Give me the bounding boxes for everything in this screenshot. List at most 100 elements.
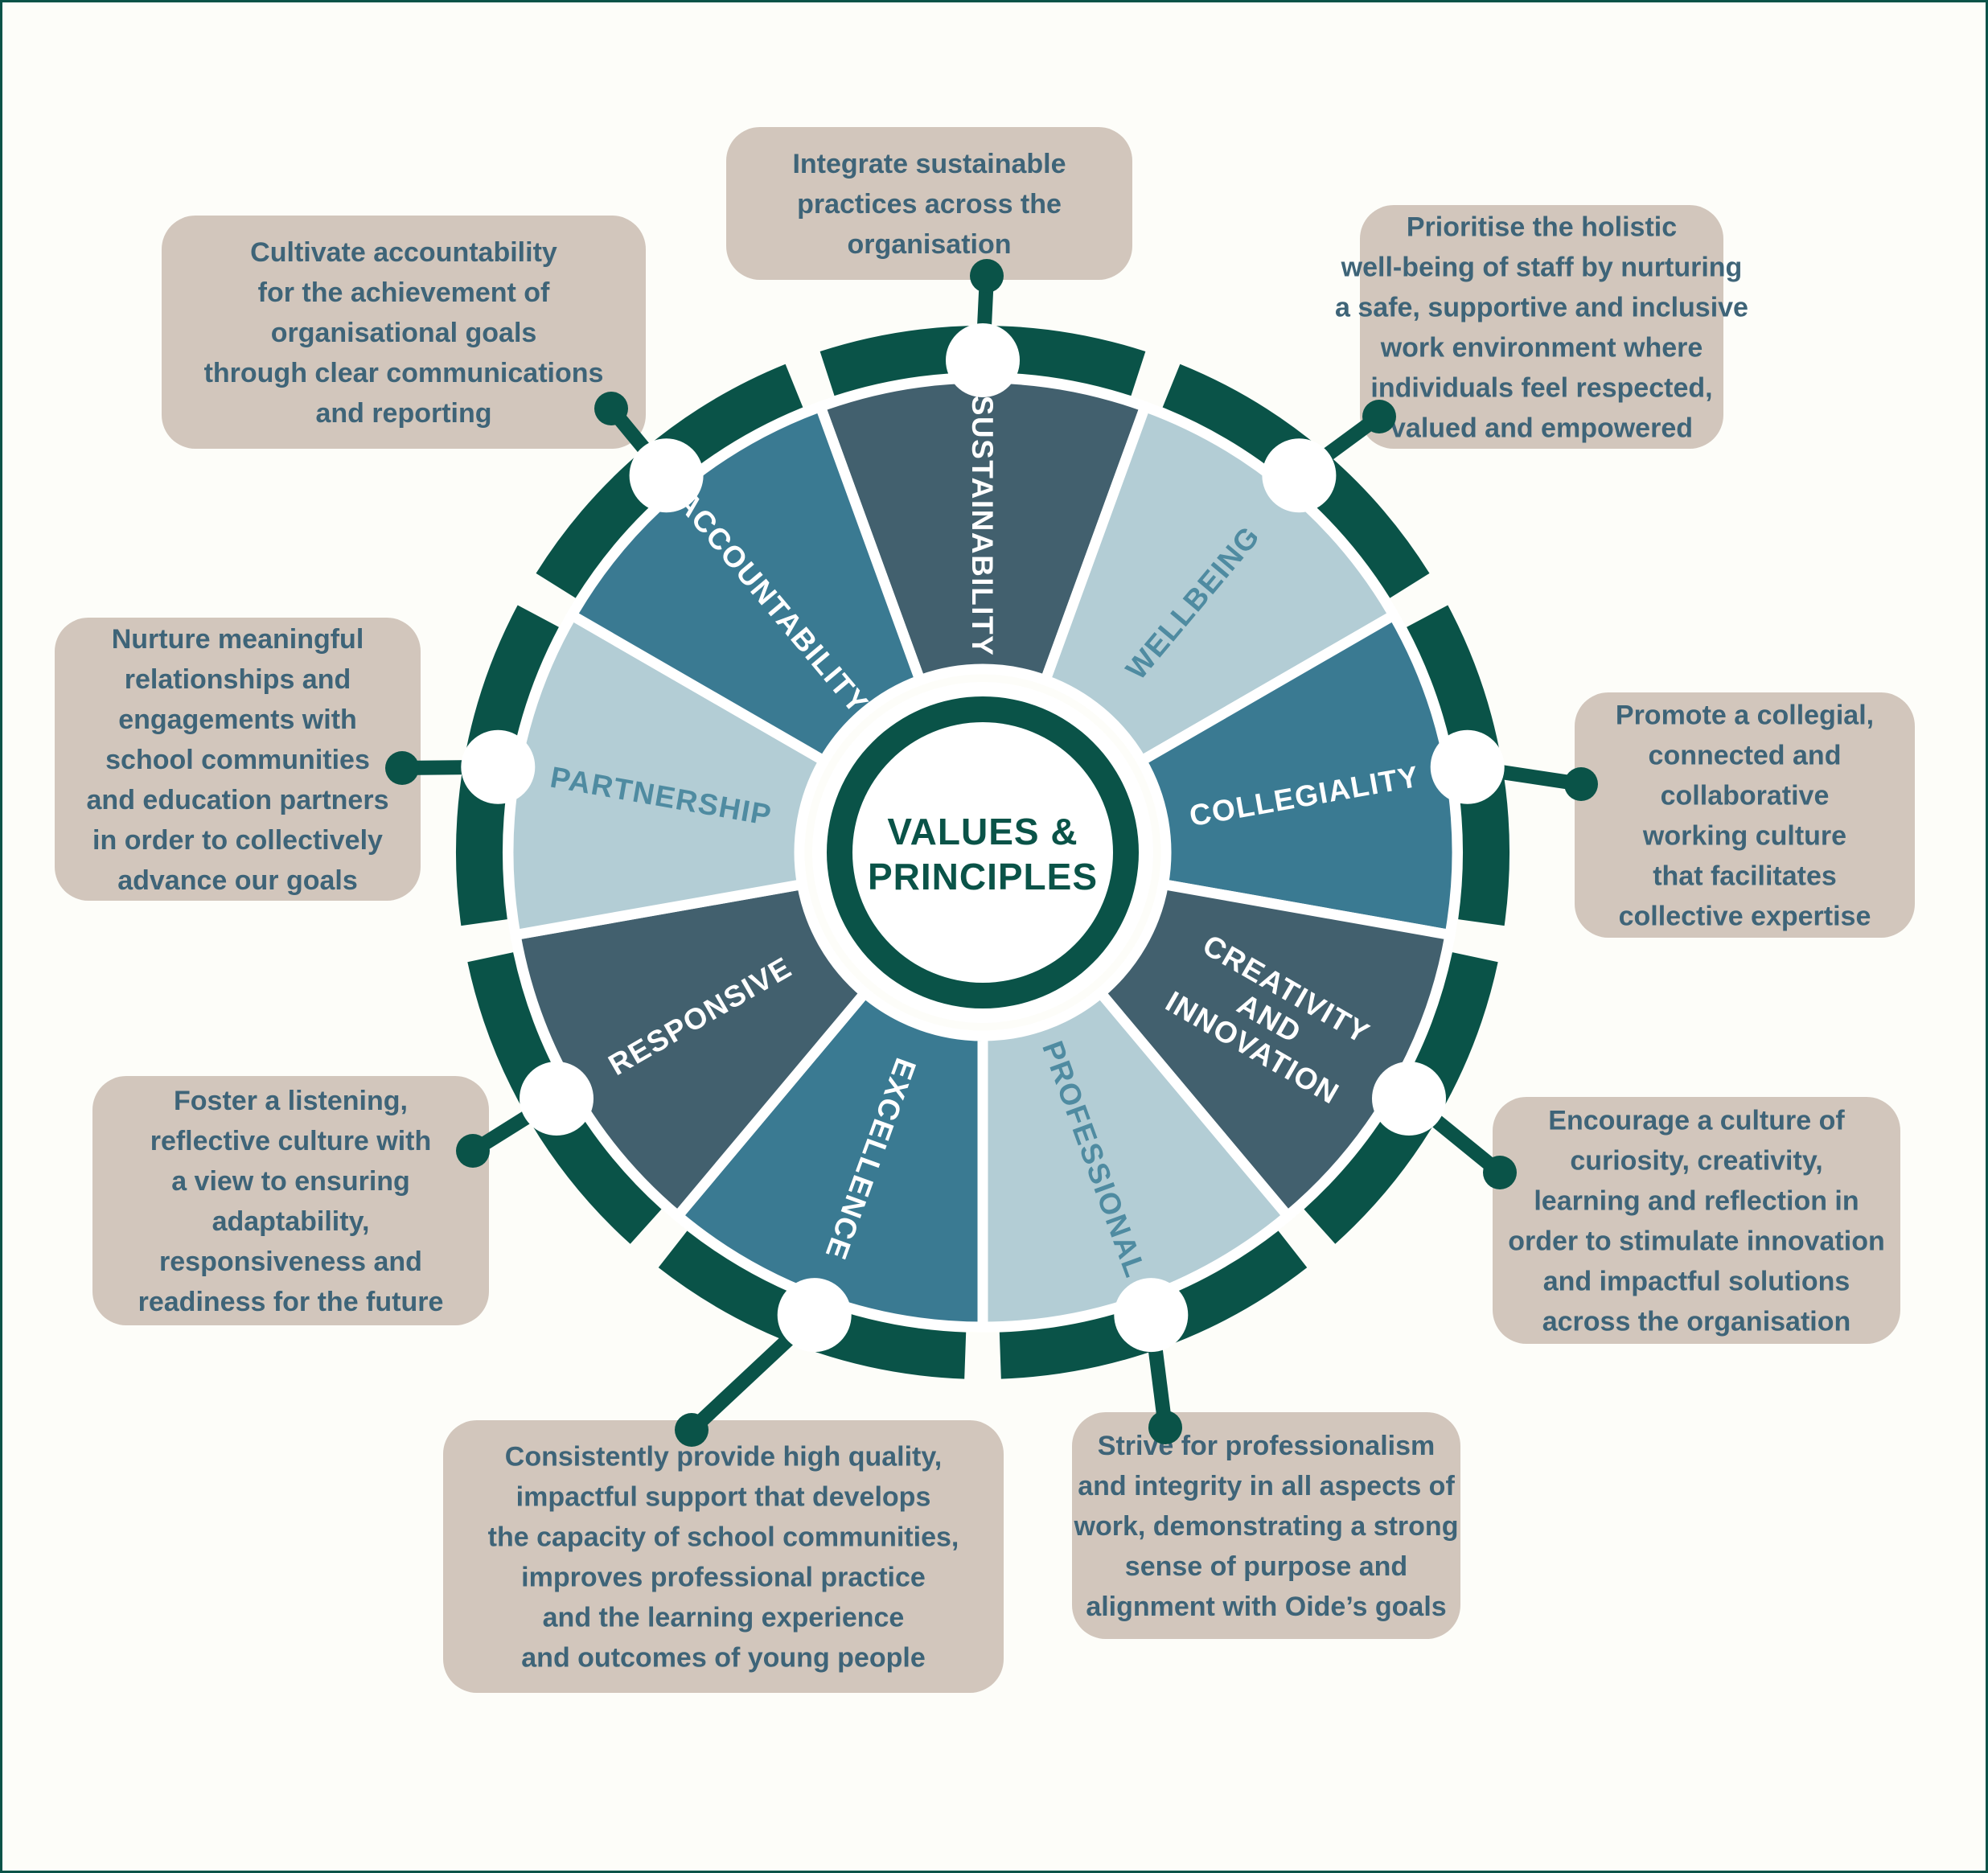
segment-responsive-wedge (509, 878, 873, 1224)
callout-partnership-line: Nurture meaningful (112, 624, 364, 655)
segment-creativity-and-innovation-wedge (1093, 878, 1456, 1224)
callout-responsive-line: responsiveness and (159, 1247, 422, 1277)
callout-collegiality (1575, 692, 1915, 938)
callout-professional-text: Strive for professionalism and integrity … (1074, 1431, 1459, 1622)
callout-creativity-and-innovation-line: and impactful solutions (1543, 1267, 1850, 1297)
center-title-line: VALUES & (887, 811, 1078, 852)
callout-wellbeing-line: Prioritise the holistic (1407, 212, 1677, 243)
callout-creativity-and-innovation-line: across the organisation (1542, 1307, 1851, 1337)
connector-dot-accountability (594, 392, 628, 425)
callout-excellence-line: impactful support that develops (516, 1482, 931, 1513)
callout-sustainability-line: Integrate sustainable (792, 149, 1066, 179)
callout-excellence-line: and the learning experience (543, 1603, 905, 1633)
callout-creativity-and-innovation-line: curiosity, creativity, (1570, 1146, 1822, 1177)
ring-node-accountability (629, 438, 704, 513)
segment-sustainability-label: SUSTAINABILITY (966, 396, 999, 657)
callout-creativity-and-innovation-line: order to stimulate innovation (1508, 1226, 1884, 1257)
callout-wellbeing (1360, 205, 1723, 449)
callout-partnership-line: relationships and (125, 664, 351, 695)
callout-collegiality-line: collaborative (1661, 781, 1830, 811)
ring-node-excellence (777, 1278, 852, 1353)
connector-dot-wellbeing (1362, 400, 1396, 433)
segment-sustainability-label-line: SUSTAINABILITY (966, 396, 999, 657)
callout-responsive-line: a view to ensuring (171, 1166, 410, 1197)
callout-responsive-line: Foster a listening, (174, 1086, 408, 1116)
callout-partnership-line: in order to collectively (92, 825, 383, 856)
connector-dot-professional (1148, 1411, 1182, 1444)
ring-node-creativity-and-innovation (1372, 1062, 1446, 1136)
callout-partnership-line: and education partners (87, 785, 389, 815)
callout-wellbeing-line: valued and empowered (1390, 413, 1693, 444)
callout-creativity-and-innovation-line: Encourage a culture of (1548, 1106, 1845, 1136)
callout-collegiality-line: collective expertise (1619, 902, 1871, 932)
callout-responsive (92, 1076, 489, 1325)
segment-collegiality-wedge (1134, 608, 1463, 942)
ring-node-collegiality (1430, 729, 1505, 804)
callout-sustainability-line: practices across the (797, 189, 1062, 220)
callout-creativity-and-innovation (1493, 1097, 1900, 1344)
segment-accountability-wedge (565, 400, 927, 768)
callout-professional-line: sense of purpose and (1125, 1551, 1407, 1582)
callout-collegiality-line: connected and (1649, 741, 1842, 771)
callout-responsive-line: adaptability, (212, 1206, 370, 1237)
connector-dot-excellence (675, 1413, 709, 1447)
center-title: VALUES &PRINCIPLES (868, 811, 1098, 897)
hub-inner (852, 722, 1113, 983)
callout-excellence-line: Consistently provide high quality, (505, 1442, 942, 1473)
callout-excellence-text: Consistently provide high quality, impact… (488, 1442, 959, 1674)
callout-partnership-line: advance our goals (117, 865, 358, 896)
segment-sustainability-wedge (813, 372, 1152, 688)
callout-excellence-line: and outcomes of young people (521, 1643, 925, 1674)
callout-accountability (162, 216, 646, 449)
segment-professional-wedge (977, 985, 1296, 1333)
segment-excellence-wedge (670, 985, 988, 1333)
ring-node-partnership (461, 729, 536, 804)
callout-wellbeing-line: individuals feel respected, (1370, 373, 1712, 404)
segment-partnership-wedge (503, 608, 832, 942)
callout-responsive-line: reflective culture with (150, 1126, 432, 1156)
callout-responsive-text: Foster a listening, reflective culture wi… (138, 1086, 444, 1317)
callout-collegiality-line: that facilitates (1653, 861, 1837, 892)
callout-accountability-text: Cultivate accountability for the achievem… (204, 237, 604, 429)
callout-professional-line: Strive for professionalism (1098, 1431, 1435, 1461)
callout-accountability-line: Cultivate accountability (250, 237, 557, 268)
ring-node-sustainability (946, 323, 1020, 397)
callout-collegiality-line: working culture (1642, 821, 1846, 852)
callout-partnership-line: engagements with (118, 704, 357, 735)
connector-dot-partnership (385, 751, 419, 785)
ring-node-wellbeing (1262, 438, 1337, 513)
callout-wellbeing-line: a safe, supportive and inclusive (1335, 293, 1748, 323)
callout-professional-line: alignment with Oide’s goals (1086, 1592, 1446, 1622)
callout-partnership-text: Nurture meaningful relationships and engag… (87, 624, 389, 896)
callout-accountability-line: through clear communications (204, 358, 604, 388)
callout-professional-line: and integrity in all aspects of (1078, 1471, 1455, 1501)
callout-accountability-line: for the achievement of (258, 277, 550, 308)
callout-accountability-line: organisational goals (271, 318, 537, 348)
ring-node-professional (1114, 1278, 1189, 1353)
callout-accountability-line: and reporting (315, 398, 491, 429)
callout-wellbeing-line: well-being of staff by nurturing (1341, 253, 1743, 283)
callout-wellbeing-line: work environment where (1380, 333, 1703, 364)
callout-excellence-line: the capacity of school communities, (488, 1522, 959, 1553)
callout-partnership-line: school communities (105, 745, 370, 775)
ring-node-responsive (520, 1062, 594, 1136)
callout-professional (1072, 1412, 1460, 1639)
segment-wellbeing-wedge (1038, 400, 1401, 768)
connector-dot-collegiality (1564, 767, 1598, 801)
callout-sustainability (726, 127, 1132, 280)
callout-excellence (443, 1420, 1004, 1693)
callout-partnership (55, 618, 421, 901)
callout-excellence-line: improves professional practice (521, 1563, 926, 1593)
callout-responsive-line: readiness for the future (138, 1287, 444, 1317)
callout-sustainability-text: Integrate sustainable practices across th… (792, 149, 1066, 260)
callout-creativity-and-innovation-line: learning and reflection in (1534, 1186, 1859, 1217)
center-title-line: PRINCIPLES (868, 856, 1098, 897)
callout-wellbeing-text: Prioritise the holistic well-being of sta… (1335, 212, 1748, 444)
connector-dot-responsive (456, 1134, 490, 1168)
connector-dot-sustainability (970, 259, 1004, 293)
callout-sustainability-line: organisation (847, 229, 1011, 260)
callout-creativity-and-innovation-text: Encourage a culture of curiosity, creativ… (1508, 1106, 1884, 1337)
